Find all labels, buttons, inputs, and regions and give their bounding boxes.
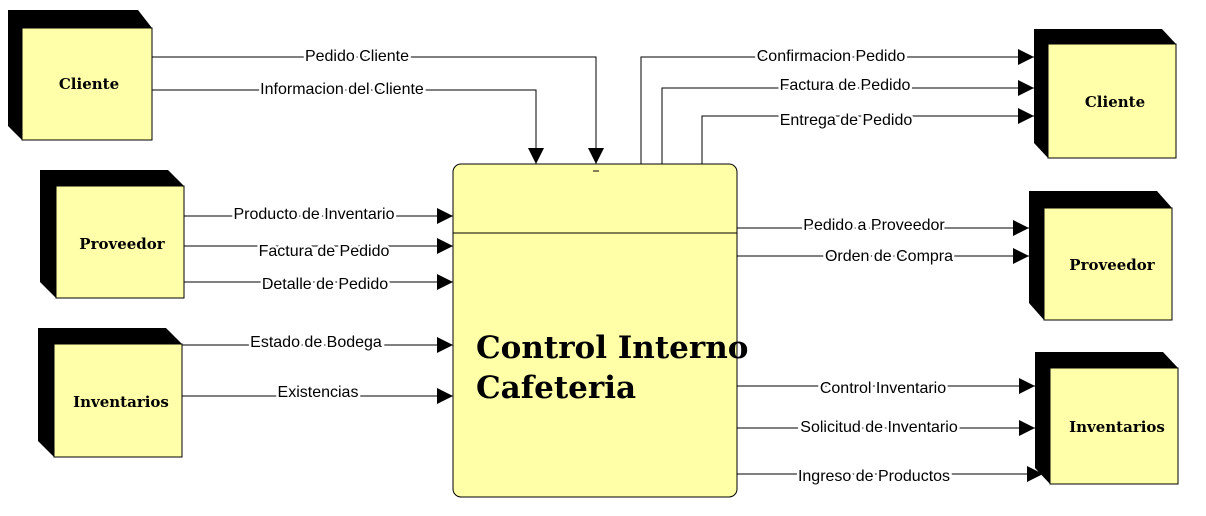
- flow-label: Control Inventario: [820, 380, 946, 397]
- flow-label: Existencias: [278, 384, 359, 401]
- entity-proveedor-right: Proveedor: [1029, 191, 1173, 321]
- flow-detalle-pedido: Detalle de Pedido: [184, 274, 453, 296]
- entity-label: Proveedor: [1069, 256, 1155, 274]
- flow-label: Estado de Bodega: [250, 334, 382, 351]
- flow-factura-pedido-out: Factura de Pedido: [661, 75, 1034, 164]
- entity-cliente-right: Cliente: [1034, 29, 1177, 159]
- flow-entrega-pedido: Entrega de Pedido: [701, 108, 1034, 164]
- flow-factura-pedido-in: Factura de Pedido: [184, 238, 453, 263]
- flow-ingreso-productos: Ingreso de Productos: [737, 466, 1043, 488]
- flow-pedido-proveedor: Pedido a Proveedor: [737, 215, 1029, 237]
- entity-label: Inventarios: [73, 393, 169, 411]
- flow-label: Confirmacion Pedido: [757, 48, 906, 65]
- flow-solicitud-inventario: Solicitud de Inventario: [737, 417, 1035, 439]
- flow-confirmacion-pedido: Confirmacion Pedido: [640, 46, 1034, 164]
- flow-label: Pedido a Proveedor: [803, 217, 945, 234]
- flow-label: Informacion del Cliente: [260, 81, 424, 98]
- flow-label: Orden de Compra: [825, 248, 953, 265]
- entity-cliente-left: Cliente: [8, 10, 153, 141]
- flow-producto-inventario: Producto de Inventario: [184, 204, 453, 226]
- entity-label: Cliente: [59, 75, 119, 93]
- flow-label: Factura de Pedido: [259, 243, 390, 260]
- flow-label: Factura de Pedido: [780, 77, 911, 94]
- entity-label: Cliente: [1085, 93, 1145, 111]
- flow-label: Detalle de Pedido: [262, 276, 388, 293]
- flow-pedido-cliente: Pedido Cliente: [152, 46, 604, 172]
- entity-proveedor-left: Proveedor: [40, 170, 185, 299]
- flow-label: Pedido Cliente: [305, 48, 409, 65]
- flow-orden-compra: Orden de Compra: [737, 246, 1029, 268]
- flow-label: Entrega de Pedido: [780, 112, 913, 129]
- flow-estado-bodega: Estado de Bodega: [182, 332, 453, 354]
- entity-inventarios-left: Inventarios: [38, 328, 183, 458]
- entity-inventarios-right: Inventarios: [1035, 352, 1179, 485]
- flow-label: Producto de Inventario: [234, 206, 395, 223]
- entity-label: Inventarios: [1069, 418, 1165, 436]
- flow-control-inventario: Control Inventario: [737, 378, 1035, 400]
- process-control-interno: Control Interno Cafeteria: [452, 163, 748, 498]
- entity-label: Proveedor: [79, 235, 165, 253]
- process-title-line2: Cafeteria: [476, 370, 636, 406]
- flow-informacion-cliente: Informacion del Cliente: [152, 79, 544, 164]
- process-title-line1: Control Interno: [476, 330, 748, 366]
- flow-existencias: Existencias: [182, 382, 453, 404]
- flow-label: Ingreso de Productos: [798, 468, 950, 485]
- flow-label: Solicitud de Inventario: [800, 419, 958, 436]
